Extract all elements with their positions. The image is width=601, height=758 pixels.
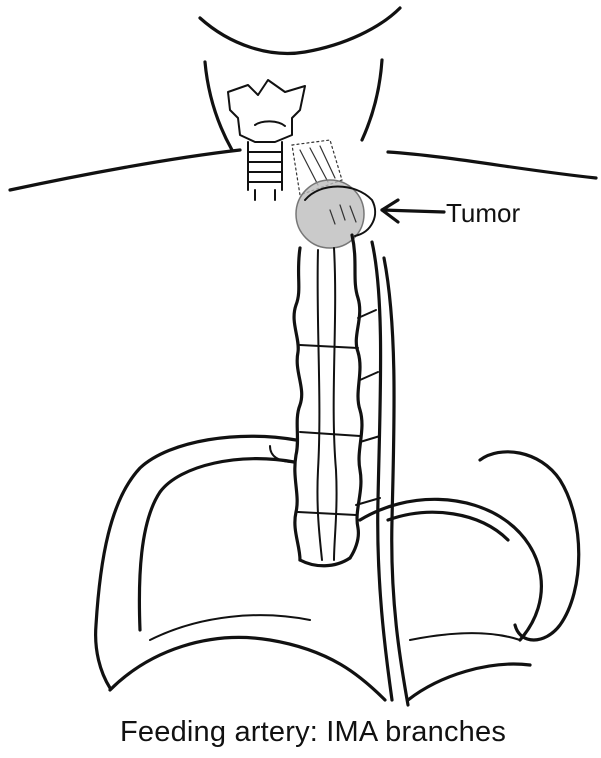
- colon-graft: [294, 235, 362, 566]
- feeding-artery: [356, 242, 408, 705]
- trachea: [248, 142, 282, 200]
- tumor: [296, 180, 375, 248]
- abdomen-lower: [110, 615, 530, 700]
- chin-outline: [200, 8, 400, 53]
- neck-outline: [205, 60, 382, 150]
- vertebra: [228, 80, 305, 142]
- tumor-label: Tumor: [446, 198, 520, 229]
- figure-caption: Feeding artery: IMA branches: [120, 716, 506, 749]
- liver-outline: [96, 436, 296, 688]
- tumor-arrow: [382, 200, 444, 222]
